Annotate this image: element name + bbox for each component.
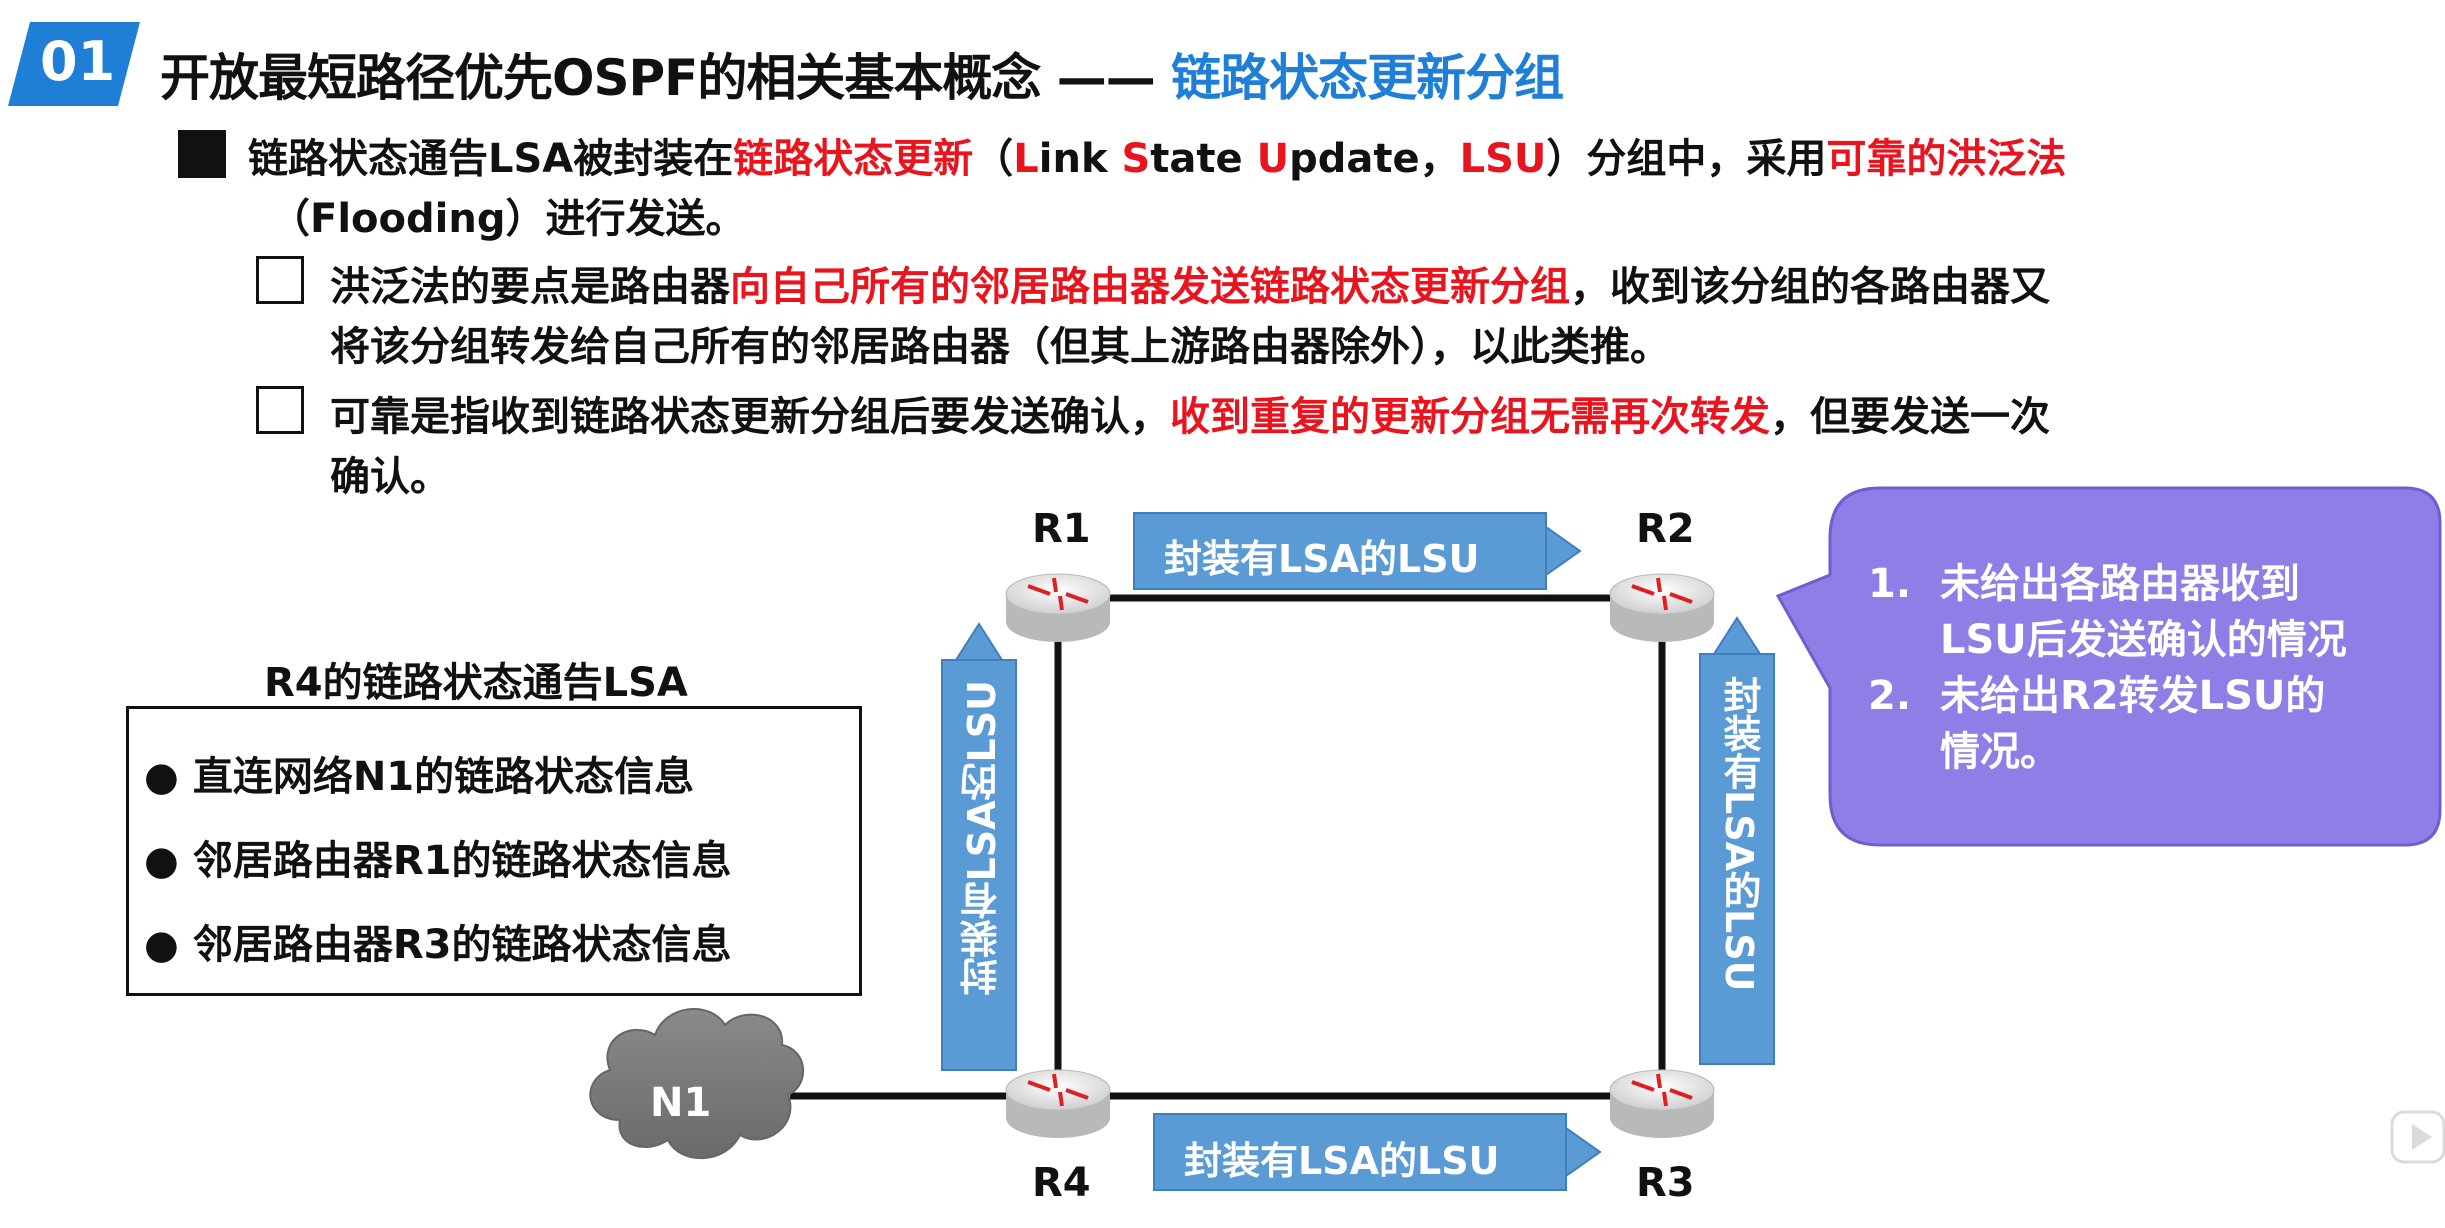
cloud-icon: [589, 1008, 804, 1160]
lsa-info-box: [126, 706, 862, 996]
arrow-bottom: [1153, 1113, 1602, 1191]
text-segment-red: S: [1121, 136, 1151, 182]
text-segment-red: L: [1013, 136, 1039, 182]
section-number-badge: [8, 22, 140, 106]
text-segment: ，收到该分组的各路由器又: [1570, 264, 2050, 310]
arrow-label-right: 封装有LSA的LSU: [1717, 676, 1761, 992]
arrow-left: [941, 622, 1017, 1071]
bullet-main-line1: 链路状态通告LSA被封装在链路状态更新（Link State Update，LS…: [248, 126, 2066, 184]
lsa-item: ● 邻居路由器R1的链路状态信息: [144, 838, 732, 884]
title-accent: 链路状态更新分组: [1171, 49, 1564, 107]
note-item-line2: 情况。: [1940, 729, 2060, 775]
sub-bullet-1-line2: 将该分组转发给自己所有的邻居路由器（但其上游路由器除外），以此类推。: [330, 324, 1670, 370]
text-segment-red: 收到重复的更新分组无需再次转发: [1170, 394, 1770, 440]
bullet-main-line2: （Flooding）进行发送。: [270, 196, 746, 242]
arrow-label-bottom: 封装有LSA的LSU: [1184, 1139, 1500, 1183]
text-segment: ）分组中，采用: [1546, 136, 1827, 182]
sub-bullet-1-line1: 洪泛法的要点是路由器向自己所有的邻居路由器发送链路状态更新分组，收到该分组的各路…: [330, 254, 2050, 312]
text-segment-red: 可靠的洪泛法: [1826, 136, 2067, 182]
router-label-r1: R1: [1032, 506, 1091, 552]
text-segment-red: U: [1256, 136, 1290, 182]
text-segment-red: 链路状态更新: [733, 136, 974, 182]
page-title: 开放最短路径优先OSPF的相关基本概念 —— 链路状态更新分组: [160, 38, 1564, 110]
lsa-item-text: 邻居路由器R3的链路状态信息: [192, 922, 732, 968]
sub-bullet-2-line1: 可靠是指收到链路状态更新分组后要发送确认，收到重复的更新分组无需再次转发，但要发…: [330, 384, 2050, 442]
note-item-line2: LSU后发送确认的情况: [1940, 617, 2347, 663]
sub-bullet-2-line2: 确认。: [330, 454, 450, 500]
note-item-number: 2.: [1868, 673, 1912, 719]
lsa-box-title: R4的链路状态通告LSA: [264, 660, 688, 706]
text-segment-red: LSU: [1459, 136, 1547, 182]
bullet-filled-square: [178, 130, 226, 178]
note-callout: [1775, 486, 2442, 847]
text-segment: 可靠是指收到链路状态更新分组后要发送确认，: [330, 394, 1170, 440]
section-number: 01: [40, 30, 116, 93]
arrow-right: [1699, 616, 1775, 1065]
lsa-item: ● 直连网络N1的链路状态信息: [144, 754, 695, 800]
text-segment: 链路状态通告LSA被封装在: [248, 136, 734, 182]
text-segment: pdate，: [1289, 136, 1460, 182]
router-icon: [1005, 573, 1111, 642]
router-label-r2: R2: [1636, 506, 1695, 552]
lsa-item-text: 邻居路由器R1的链路状态信息: [192, 838, 732, 884]
bullet-empty-square: [256, 386, 304, 434]
router-icon: [1609, 573, 1715, 642]
network-label-n1: N1: [650, 1080, 712, 1126]
note-item-number: 1.: [1868, 561, 1912, 607]
lsa-item: ● 邻居路由器R3的链路状态信息: [144, 922, 732, 968]
router-label-r4: R4: [1032, 1160, 1091, 1206]
text-segment: ink: [1038, 136, 1122, 182]
text-segment: tate: [1150, 136, 1257, 182]
bullet-empty-square: [256, 256, 304, 304]
router-label-r3: R3: [1636, 1160, 1695, 1206]
router-icon: [1609, 1069, 1715, 1138]
note-item-line1: 未给出R2转发LSU的: [1940, 673, 2326, 719]
router-icon: [1005, 1069, 1111, 1138]
arrow-label-top: 封装有LSA的LSU: [1164, 537, 1480, 581]
lsa-item-text: 直连网络N1的链路状态信息: [192, 754, 695, 800]
note-item-line1: 未给出各路由器收到: [1940, 561, 2300, 607]
text-segment-red: 向自己所有的邻居路由器发送链路状态更新分组: [730, 264, 1570, 310]
arrow-label-left: 封装有LSA的LSU: [960, 680, 1004, 996]
arrow-top: [1133, 512, 1582, 590]
text-segment: （: [973, 136, 1014, 182]
playback-icon: [2390, 1110, 2445, 1164]
text-segment: 洪泛法的要点是路由器: [330, 264, 730, 310]
text-segment: ，但要发送一次: [1770, 394, 2050, 440]
title-main: 开放最短路径优先OSPF的相关基本概念 ——: [160, 49, 1172, 107]
